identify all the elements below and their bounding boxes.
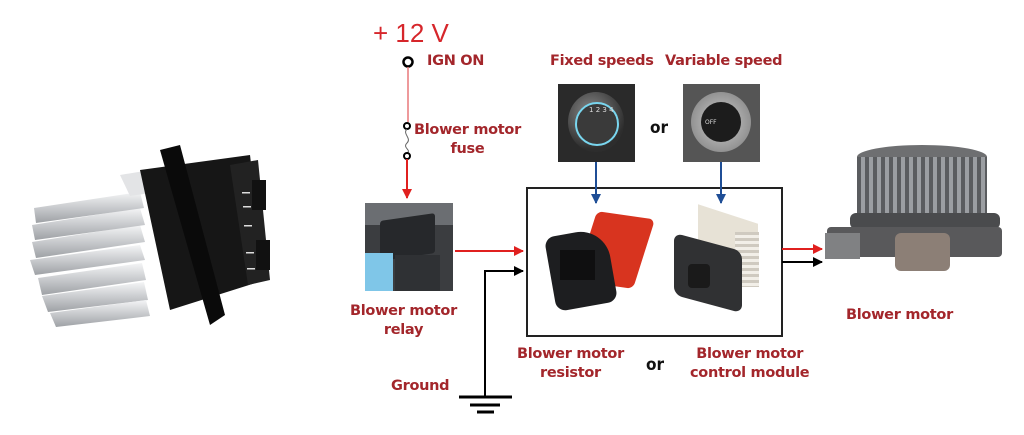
knob-off-mark: OFF [705,119,717,126]
ign-terminal [402,56,414,68]
fuse-terminal-bottom [403,152,411,160]
devices-or-separator: or [646,355,665,375]
fuse-label: Blower motor fuse [414,122,521,157]
controls-or-separator: or [650,118,669,138]
blower-motor-label: Blower motor [846,307,953,323]
variable-speed-knob-photo[interactable]: OFF [683,84,760,162]
heat-sink-fins [30,165,185,327]
variable-speed-label: Variable speed [665,53,783,69]
ground-wire [484,266,524,396]
supply-voltage-label: + 12 V [373,18,449,48]
ground-label: Ground [391,378,450,394]
blower-control-module-photo [670,204,770,314]
fuse-terminal-top [403,122,411,130]
resistor-product-photo [20,130,290,340]
resistor-label: Blower motor resistor [517,346,624,381]
ign-on-label: IGN ON [427,53,485,69]
blower-motor-photo [825,145,1010,275]
relay-label: Blower motor relay [350,303,457,338]
knob-speed-marks: 1 2 3 4 [589,106,614,114]
control-module-label: Blower motor control module [690,346,810,381]
fixed-speeds-label: Fixed speeds [550,53,654,69]
relay-photo [365,203,453,291]
blower-resistor-photo [543,210,655,312]
fixed-speed-knob-photo[interactable]: 1 2 3 4 [558,84,635,162]
fuse-icon [405,128,409,154]
